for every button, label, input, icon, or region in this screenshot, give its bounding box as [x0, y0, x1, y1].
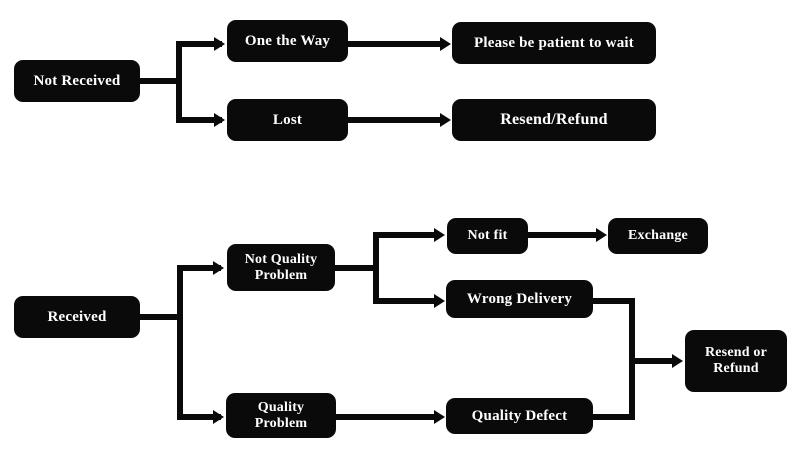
arrow-to-quality-defect-icon	[434, 410, 445, 424]
node-not-fit[interactable]: Not fit	[447, 218, 528, 254]
edge-junction-to-not-quality-problem	[177, 265, 221, 271]
arrow-to-resend-refund-icon	[440, 113, 451, 127]
edge-received-junction-vertical	[177, 265, 183, 420]
arrow-to-please-wait-icon	[440, 37, 451, 51]
edge-merge-to-resend-or-refund	[629, 358, 677, 364]
edge-lost-to-resend-refund	[347, 117, 445, 123]
arrow-to-not-fit-icon	[434, 228, 445, 242]
edge-one-the-way-to-please-wait	[347, 41, 445, 47]
arrow-to-one-the-way-icon	[214, 37, 225, 51]
edge-quality-problem-to-quality-defect	[335, 414, 439, 420]
node-please-be-patient-to-wait[interactable]: Please be patient to wait	[452, 22, 656, 64]
edge-received-to-junction	[138, 314, 182, 320]
edge-not-received-to-junction	[140, 78, 182, 84]
node-resend-or-refund-line2: Refund	[713, 361, 759, 376]
edge-split-to-wrong-delivery	[373, 298, 439, 304]
edge-not-quality-problem-to-split	[334, 265, 378, 271]
node-received[interactable]: Received	[14, 296, 140, 338]
edge-not-fit-to-exchange	[527, 232, 600, 238]
node-resend-or-refund-line1: Resend or	[704, 345, 768, 361]
node-resend-or-refund[interactable]: Resend or Refund	[685, 330, 787, 392]
edge-junction-to-one-the-way	[176, 41, 222, 47]
edge-junction-to-quality-problem	[177, 414, 221, 420]
node-quality-problem-line2: Problem	[254, 415, 308, 431]
node-quality-problem[interactable]: Quality Problem	[226, 393, 336, 438]
edge-not-received-junction-vertical	[176, 41, 182, 123]
node-quality-defect[interactable]: Quality Defect	[446, 398, 593, 434]
node-exchange[interactable]: Exchange	[608, 218, 708, 254]
node-lost[interactable]: Lost	[227, 99, 348, 141]
node-resend-refund[interactable]: Resend/Refund	[452, 99, 656, 141]
arrow-to-quality-problem-icon	[213, 410, 224, 424]
edge-junction-to-lost	[176, 117, 222, 123]
edge-quality-defect-to-merge	[590, 414, 635, 420]
arrow-to-resend-or-refund-icon	[672, 354, 683, 368]
node-not-received[interactable]: Not Received	[14, 60, 140, 102]
node-wrong-delivery[interactable]: Wrong Delivery	[446, 280, 593, 318]
node-not-quality-problem-line1: Not Quality	[244, 251, 318, 267]
node-one-the-way[interactable]: One the Way	[227, 20, 348, 62]
edge-split-to-not-fit	[373, 232, 439, 238]
arrow-to-exchange-icon	[596, 228, 607, 242]
node-not-quality-problem-line2: Problem	[254, 267, 308, 283]
arrow-to-wrong-delivery-icon	[434, 294, 445, 308]
edge-wrong-delivery-to-merge	[590, 298, 635, 304]
arrow-to-not-quality-problem-icon	[213, 261, 224, 275]
arrow-to-lost-icon	[214, 113, 225, 127]
node-not-quality-problem[interactable]: Not Quality Problem	[227, 244, 335, 291]
edge-split-junction-vertical	[373, 232, 379, 304]
node-quality-problem-line1: Quality	[257, 399, 305, 415]
